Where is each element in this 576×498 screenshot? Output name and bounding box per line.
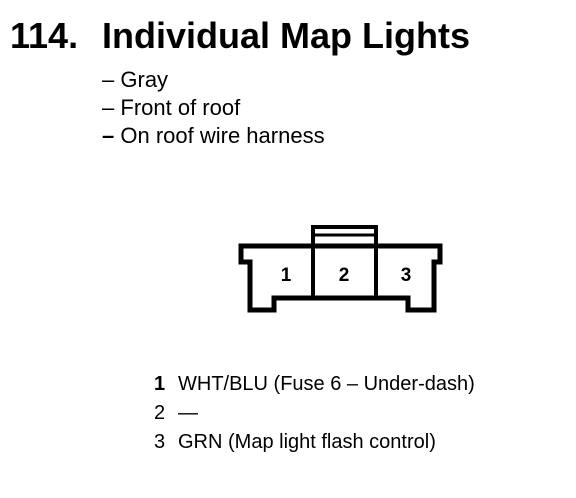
component-title: Individual Map Lights: [102, 15, 470, 56]
pin-number: 2: [154, 402, 166, 424]
cavity-label-3: 3: [401, 265, 412, 286]
description-item: – Gray: [102, 66, 325, 94]
pin-wire: GRN (Map light flash control): [178, 431, 436, 453]
cavity-label-1: 1: [281, 265, 292, 286]
description-dash: –: [102, 95, 115, 120]
description-dash: –: [102, 123, 115, 148]
description-dash: –: [102, 67, 115, 92]
description-text: Gray: [120, 67, 169, 92]
description-text: Front of roof: [120, 95, 241, 120]
description-item: – Front of roof: [102, 94, 325, 122]
page-title: 114. Individual Map Lights: [10, 14, 470, 58]
pin-wire: —: [178, 402, 198, 424]
cavity-label-2: 2: [339, 265, 350, 286]
pin-number: 1: [154, 373, 166, 395]
pin-wire: WHT/BLU (Fuse 6 – Under-dash): [178, 373, 475, 395]
pin-row: 2—: [154, 399, 475, 428]
connector-description-list: – Gray – Front of roof – On roof wire ha…: [102, 66, 325, 150]
pin-row: 1 WHT/BLU (Fuse 6 – Under-dash): [154, 370, 475, 399]
pin-number: 3: [154, 431, 166, 453]
description-item: – On roof wire harness: [102, 122, 325, 150]
description-text: On roof wire harness: [120, 123, 325, 148]
pin-row: 3 GRN (Map light flash control): [154, 428, 475, 457]
connector-diagram: 1 2 3: [238, 225, 443, 313]
connector-housing: [238, 243, 443, 313]
component-number: 114.: [10, 15, 79, 56]
